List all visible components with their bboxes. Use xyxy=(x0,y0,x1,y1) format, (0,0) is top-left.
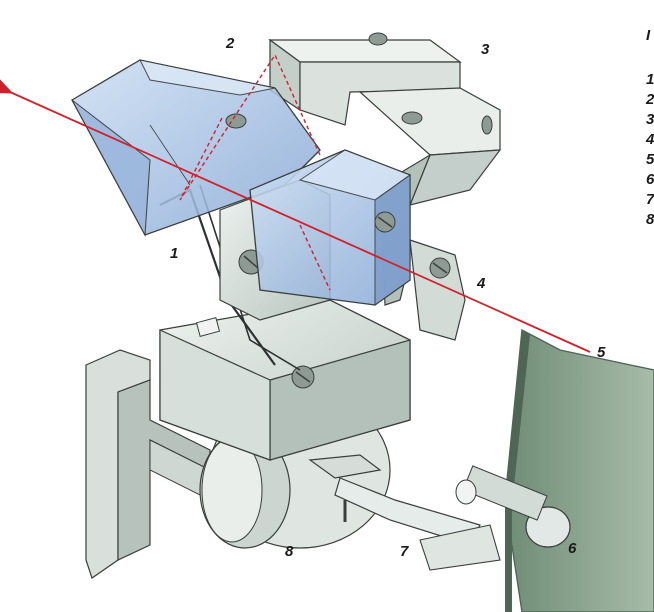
legend-item-1: 1 xyxy=(646,71,654,88)
lever-arm xyxy=(308,454,501,571)
internal-light-path xyxy=(179,53,331,291)
legend-item-8: 8 xyxy=(646,211,654,228)
callout-7: 7 xyxy=(400,543,409,560)
callout-8: 8 xyxy=(285,543,294,560)
legend-item-4: 4 xyxy=(645,131,654,148)
callout-1: 1 xyxy=(170,245,178,262)
side-clamp xyxy=(409,239,466,341)
callout-6: 6 xyxy=(568,540,577,557)
callout-5: 5 xyxy=(597,344,606,361)
mounting-plate xyxy=(504,328,654,612)
legend-column: I 1 2 3 4 5 6 7 8 xyxy=(645,27,654,228)
legend-heading: I xyxy=(646,27,651,44)
lower-prism xyxy=(249,149,412,306)
legend-item-7: 7 xyxy=(646,191,654,208)
callout-3: 3 xyxy=(481,41,490,58)
callout-4: 4 xyxy=(476,275,486,292)
legend-item-5: 5 xyxy=(646,151,654,168)
callout-labels: 1 2 3 4 5 6 7 8 xyxy=(170,35,606,560)
legend-item-2: 2 xyxy=(645,91,654,108)
callout-2: 2 xyxy=(225,35,235,52)
pin-assembly xyxy=(455,465,571,548)
light-beam xyxy=(0,76,591,353)
legend-item-3: 3 xyxy=(646,111,654,128)
base-assembly xyxy=(159,299,411,549)
legend-item-6: 6 xyxy=(646,171,654,188)
